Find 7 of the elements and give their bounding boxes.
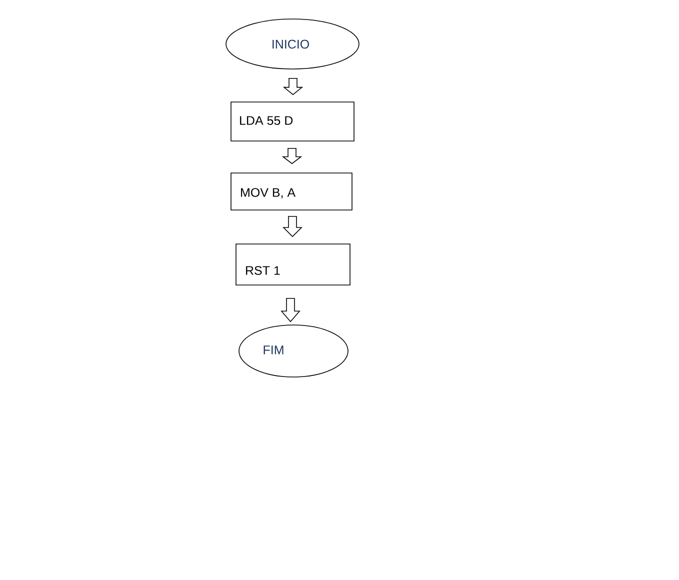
process-box: RST 1 <box>236 244 350 286</box>
process-box: MOV B, A <box>230 172 352 210</box>
process-box: LDA 55 D <box>230 102 354 142</box>
block-arrow <box>282 78 304 96</box>
block-arrow <box>280 298 300 322</box>
block-arrow <box>282 148 302 164</box>
block-arrow <box>282 216 302 238</box>
